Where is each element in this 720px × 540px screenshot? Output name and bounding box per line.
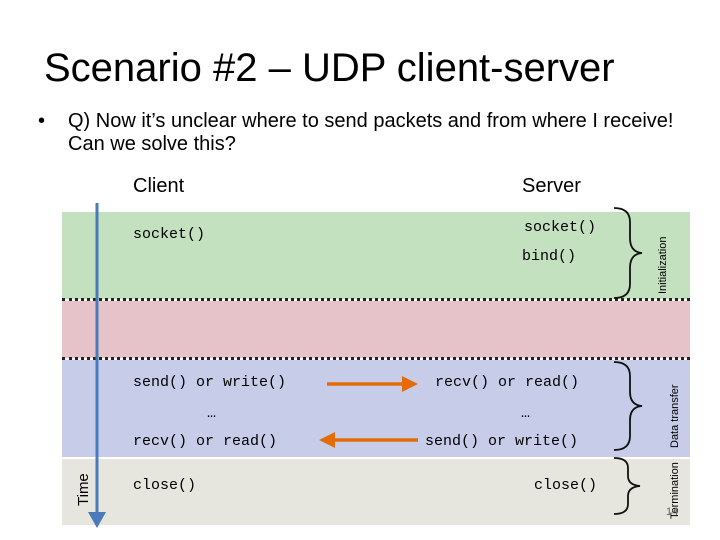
server-close-call: close() xyxy=(534,477,598,494)
server-bind-call: bind() xyxy=(522,248,577,265)
server-recv-call: recv() or read() xyxy=(435,374,580,391)
server-header: Server xyxy=(522,175,581,197)
data-transfer-label: Data transfer xyxy=(669,384,681,448)
connection-band xyxy=(62,301,690,358)
client-send-call: send() or write() xyxy=(133,374,287,391)
client-recv-call: recv() or read() xyxy=(133,433,278,450)
initialization-brace xyxy=(613,207,643,299)
bullet-marker: • xyxy=(38,110,46,132)
server-send-call: send() or write() xyxy=(425,433,579,450)
send-arrow xyxy=(327,376,418,392)
separator-line xyxy=(62,357,690,360)
time-label: Time xyxy=(75,473,92,506)
initialization-band xyxy=(62,212,690,299)
time-arrow xyxy=(88,203,106,528)
reply-arrow xyxy=(319,432,418,448)
question-text: Q) Now it’s unclear where to send packet… xyxy=(68,110,674,155)
client-ellipsis: … xyxy=(207,405,217,422)
data-transfer-brace xyxy=(613,361,643,451)
client-socket-call: socket() xyxy=(133,226,206,243)
termination-band xyxy=(62,459,690,525)
page-number: 14 xyxy=(666,506,679,518)
server-socket-call: socket() xyxy=(524,219,597,236)
client-header: Client xyxy=(133,175,185,197)
termination-brace xyxy=(613,457,641,515)
slide-title: Scenario #2 – UDP client-server xyxy=(44,46,615,90)
server-ellipsis: … xyxy=(521,405,531,422)
separator-line xyxy=(62,298,690,301)
client-close-call: close() xyxy=(133,477,197,494)
initialization-label: Initialization xyxy=(657,236,669,294)
